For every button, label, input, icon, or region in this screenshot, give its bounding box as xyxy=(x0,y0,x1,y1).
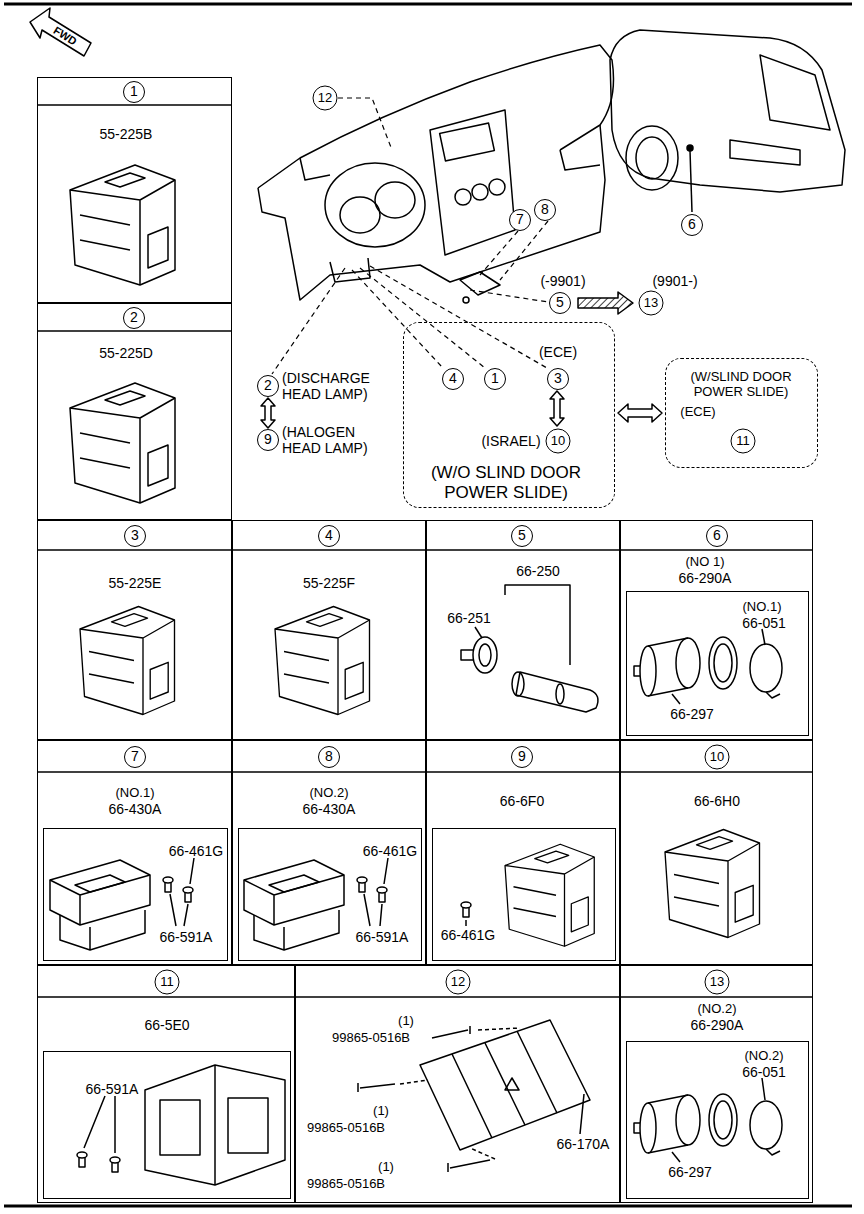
part-number: 66-051 xyxy=(742,1064,786,1080)
part-number: 99865-0516B xyxy=(332,1031,410,1046)
part-cell: 13(NO.2)66-290A(NO.2)66-05166-297 xyxy=(620,965,813,1203)
callout-number: 4 xyxy=(318,525,340,547)
part-cell: 11 66-5E0 66-591A xyxy=(37,965,295,1203)
option-group: 41 (ECE) 3 (ISRAEL) 10 (W/O SLIND DOOR POWER … xyxy=(403,322,615,508)
part-number: (NO.2) xyxy=(745,1049,784,1064)
part-number: 66-591A xyxy=(160,929,213,945)
part-number: (ECE) xyxy=(680,405,715,420)
callout-number: 1 xyxy=(484,368,506,390)
callout-number: 8 xyxy=(318,746,340,768)
part-cell: 12 (1) 99865-0516B (1) 99865-0516B (1) 99865-0… xyxy=(295,965,620,1203)
part-number: (1) xyxy=(378,1160,394,1175)
part-cell: 5 66-250 66-251 xyxy=(426,520,620,740)
part-number: 55-225E xyxy=(109,575,162,591)
callout-number: 6 xyxy=(706,525,728,547)
part-cell: 1 55-225B xyxy=(37,77,232,303)
note-label: (DISCHARGE HEAD LAMP) xyxy=(282,370,382,402)
part-number: 66-297 xyxy=(668,1164,712,1180)
callout-number: 5 xyxy=(511,525,533,547)
note-label: (HALOGEN HEAD LAMP) xyxy=(282,424,382,456)
part-number: 66-461G xyxy=(441,927,495,943)
part-number: 66-251 xyxy=(447,610,491,626)
callout-number: 8 xyxy=(534,199,556,221)
part-number: 55-225D xyxy=(99,345,153,361)
parts-frame: 66-461G xyxy=(432,828,616,961)
callout-number: 11 xyxy=(731,429,756,454)
callout-number: 4 xyxy=(442,368,464,390)
part-number: 99865-0516B xyxy=(307,1177,385,1192)
part-number: 66-461G xyxy=(169,843,223,859)
callout-number: 2 xyxy=(257,375,279,397)
note-label: (9901-) xyxy=(652,273,697,289)
part-number: 66-170A xyxy=(557,1136,610,1152)
callout-number: 12 xyxy=(446,970,471,995)
part-cell: 6 (NO 1)66-290A (NO.1)66-051 66-297 xyxy=(620,520,813,740)
parts-frame: (NO.1)66-051 66-297 xyxy=(626,591,809,736)
callout-number: 2 xyxy=(123,307,145,329)
part-number: 55-225F xyxy=(303,575,355,591)
part-number: 55-225B xyxy=(100,126,153,142)
direction-label: FWD xyxy=(51,24,79,48)
part-number: 99865-0516B xyxy=(307,1121,385,1136)
parts-frame: 66-461G 66-591A xyxy=(238,828,422,961)
callout-number: 3 xyxy=(124,525,146,547)
callout-number: 7 xyxy=(124,746,146,768)
part-number: 66-430A xyxy=(303,801,356,817)
part-number: (W/O SLIND DOOR POWER SLIDE) xyxy=(416,463,596,502)
part-number: (1) xyxy=(398,1014,414,1029)
part-number: 66-591A xyxy=(356,929,409,945)
part-cell: 3 55-225E xyxy=(37,520,232,740)
option-group: (W/SLIND DOOR POWER SLIDE) (ECE) 11 xyxy=(665,358,818,468)
callout-number: 3 xyxy=(547,368,569,390)
callout-number: 13 xyxy=(639,291,664,316)
double-arrow xyxy=(618,404,662,422)
parts-frame: 66-591A xyxy=(43,1051,291,1199)
part-number: (1) xyxy=(373,1104,389,1119)
callout-number: 1 xyxy=(123,81,145,103)
callout-number: 5 xyxy=(549,292,571,314)
part-number: 66-250 xyxy=(516,563,560,579)
callout-number: 9 xyxy=(257,429,279,451)
part-number: 66-5E0 xyxy=(144,1017,189,1033)
callout-number: 7 xyxy=(509,209,531,231)
part-number: (NO.1) xyxy=(116,786,155,801)
part-number: 66-461G xyxy=(363,843,417,859)
callout-number: 12 xyxy=(313,86,338,111)
part-number: (NO.1) xyxy=(743,600,782,615)
part-number: 66-591A xyxy=(86,1081,139,1097)
part-cell: 7 (NO.1)66-430A 66-461G 66-591A xyxy=(37,740,232,965)
part-number: (W/SLIND DOOR POWER SLIDE) xyxy=(676,370,806,400)
callout-number: 11 xyxy=(155,970,180,995)
note-label: (-9901) xyxy=(540,273,585,289)
part-number: 66-290A xyxy=(691,1017,744,1033)
part-number: 66-6H0 xyxy=(694,793,740,809)
part-number: 66-051 xyxy=(742,615,786,631)
part-number: 66-6F0 xyxy=(500,793,544,809)
part-number: 66-430A xyxy=(109,801,162,817)
part-number: (ISRAEL) xyxy=(481,433,540,449)
part-cell: 8 (NO.2)66-430A 66-461G 66-591A xyxy=(232,740,426,965)
parts-frame: (NO.2)66-051 66-297 xyxy=(626,1041,809,1199)
part-number: 66-297 xyxy=(670,706,714,722)
part-cell: 9 66-6F0 66-461G xyxy=(426,740,620,965)
callout-number: 13 xyxy=(705,970,730,995)
callout-number: 9 xyxy=(511,746,533,768)
parts-frame: 66-461G 66-591A xyxy=(43,828,228,961)
part-number: (ECE) xyxy=(539,344,577,360)
part-number: (NO 1) xyxy=(686,555,725,570)
callout-number: 10 xyxy=(705,745,730,770)
part-cell: 2 55-225D xyxy=(37,303,232,520)
part-number: (NO.2) xyxy=(698,1002,737,1017)
part-cell: 10 66-6H0 xyxy=(620,740,813,965)
part-number: (NO.2) xyxy=(310,786,349,801)
part-cell: 4 55-225F xyxy=(232,520,426,740)
callout-number: 6 xyxy=(681,214,703,236)
callout-number: 10 xyxy=(546,429,571,454)
part-number: 66-290A xyxy=(679,570,732,586)
